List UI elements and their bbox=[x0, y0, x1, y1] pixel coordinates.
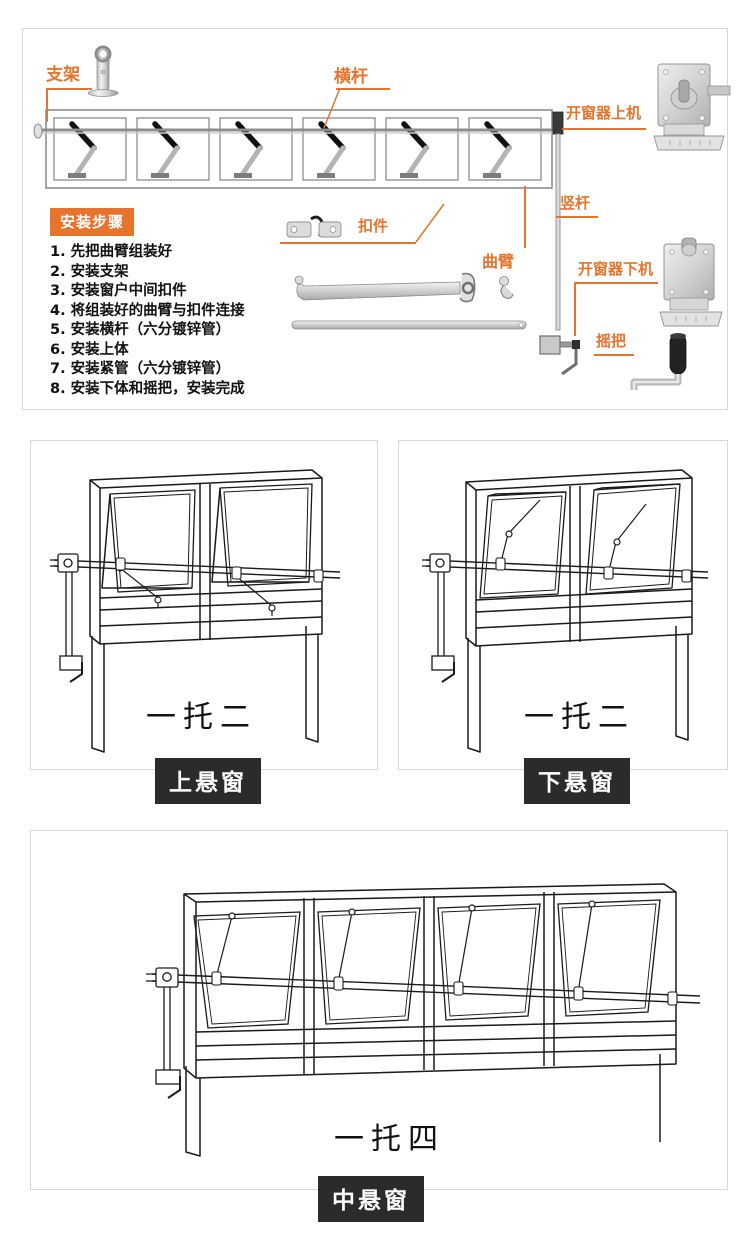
caption-badge-mid: 中悬窗 bbox=[318, 1176, 424, 1222]
upper-unit-photo bbox=[648, 58, 732, 162]
top-overview-panel bbox=[22, 28, 728, 410]
ratio-text-lower: 一托二 bbox=[524, 700, 635, 735]
label-crank-handle: 摇把 bbox=[596, 332, 627, 350]
bracket-photo bbox=[87, 42, 119, 102]
lower-unit-photo bbox=[652, 237, 732, 338]
leader-crank-handle bbox=[594, 354, 634, 356]
caption-badge-lower: 下悬窗 bbox=[524, 758, 630, 804]
crank-handle-photo bbox=[612, 332, 702, 394]
step-item: 4. 将组装好的曲臂与扣件连接 bbox=[50, 302, 245, 319]
leader-upper-unit bbox=[562, 128, 646, 130]
step-item: 2. 安装支架 bbox=[50, 263, 129, 280]
window-strip-drawing bbox=[33, 108, 556, 190]
step-item: 1. 先把曲臂组装好 bbox=[50, 244, 173, 260]
vertical-rod-drawing bbox=[551, 111, 565, 342]
label-crossbar: 横杆 bbox=[334, 67, 368, 87]
label-bracket: 支架 bbox=[46, 65, 80, 85]
caption-badge-upper: 上悬窗 bbox=[155, 758, 261, 804]
lower-gearbox-drawing bbox=[538, 334, 596, 380]
center-pivot-window-drawing bbox=[56, 856, 716, 1157]
leader-bracket-h bbox=[46, 88, 92, 90]
leader-crossbar-h bbox=[336, 88, 390, 90]
ratio-text-upper: 一托二 bbox=[146, 700, 257, 735]
steps-list: 1. 先把曲臂组装好 2. 安装支架 3. 安装窗户中间扣件 4. 将组装好的曲… bbox=[50, 243, 300, 399]
top-hung-window-drawing bbox=[40, 448, 370, 758]
label-lower-unit: 开窗器下机 bbox=[578, 260, 654, 278]
bottom-hung-window-panel bbox=[398, 440, 728, 770]
label-vertical-rod: 竖杆 bbox=[560, 194, 591, 212]
crank-arm-photo bbox=[290, 272, 530, 306]
leader-lower-unit-h bbox=[574, 282, 658, 284]
label-crank-arm: 曲臂 bbox=[482, 252, 515, 271]
step-item: 5. 安装横杆（六分镀锌管） bbox=[50, 322, 231, 338]
step-item: 6. 安装上体 bbox=[50, 341, 129, 358]
clip-photo bbox=[285, 214, 343, 240]
ratio-text-mid: 一托四 bbox=[334, 1122, 445, 1157]
bottom-hung-window-drawing bbox=[408, 448, 726, 758]
leader-crossbar-diag bbox=[322, 87, 342, 130]
leader-bracket-v bbox=[46, 88, 48, 122]
label-upper-unit: 开窗器上机 bbox=[566, 104, 642, 122]
leader-clip-diag bbox=[414, 203, 448, 244]
label-clip: 扣件 bbox=[358, 217, 389, 235]
zinc-pipe-photo bbox=[290, 318, 530, 332]
step-item: 3. 安装窗户中间扣件 bbox=[50, 283, 187, 299]
step-item: 7. 安装紧管（六分镀锌管） bbox=[50, 361, 231, 377]
step-item: 8. 安装下体和摇把，安装完成 bbox=[50, 380, 245, 397]
leader-lower-unit-v bbox=[574, 282, 576, 336]
leader-clip-h bbox=[280, 242, 416, 244]
steps-title-badge: 安装步骤 bbox=[50, 208, 135, 236]
leader-vertical-rod bbox=[556, 216, 598, 218]
installation-steps-block: 安装步骤 1. 先把曲臂组装好 2. 安装支架 3. 安装窗户中间扣件 4. 将… bbox=[50, 208, 300, 399]
leader-crank-arm-v bbox=[524, 186, 526, 248]
top-hung-window-panel bbox=[30, 440, 378, 770]
